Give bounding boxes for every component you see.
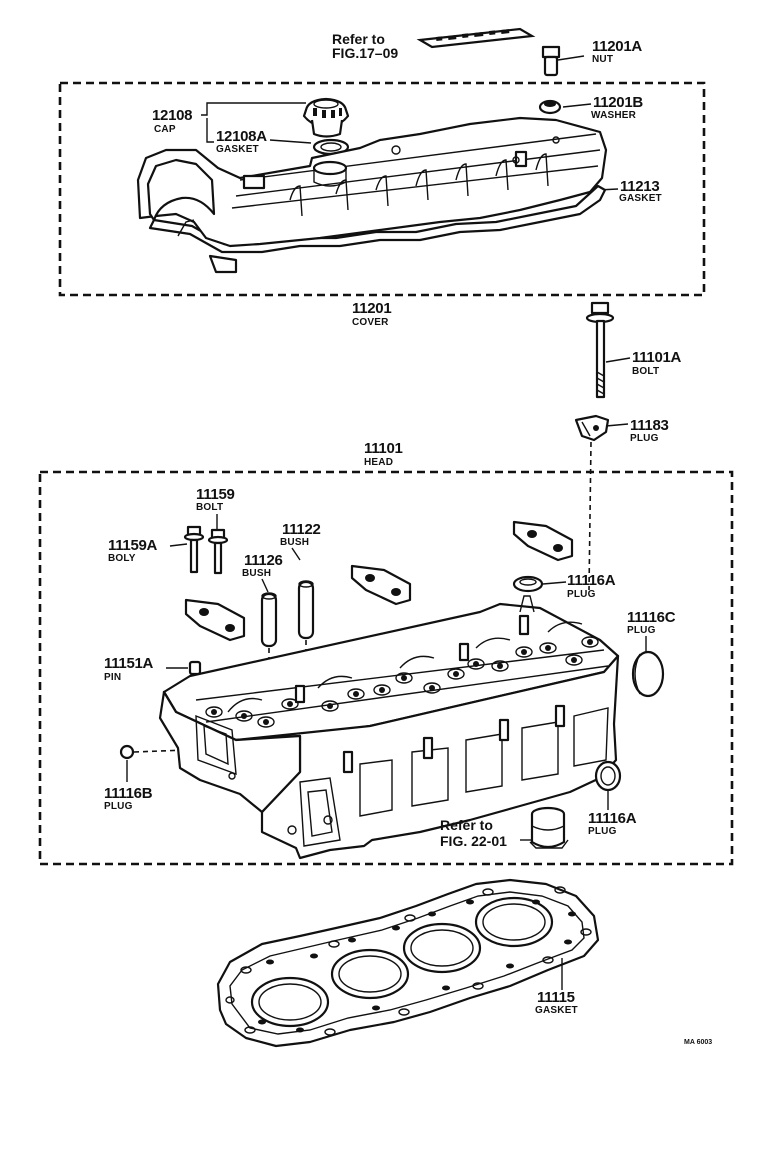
plug-11116A-top-drawing — [512, 575, 567, 593]
part-name-11213: GASKET — [619, 193, 662, 204]
plug-11116B-drawing — [119, 744, 187, 782]
part-number-12108: 12108 — [152, 107, 192, 124]
label-11101A: 11101A BOLT — [632, 349, 682, 377]
part-name-11201A: NUT — [592, 54, 613, 65]
small-bolt-11159A-drawing — [183, 525, 205, 574]
camshaft-cap-3-drawing — [512, 520, 574, 562]
label-11159: 11159 BOLT — [196, 486, 235, 530]
part-name-11116A-top: PLUG — [567, 589, 596, 600]
head-group-name: HEAD — [364, 457, 393, 468]
fig22-ref-line1: Refer to — [440, 817, 493, 833]
part-name-11116A-bottom: PLUG — [588, 826, 617, 837]
fig17-ref-line2: FIG.17–09 — [332, 45, 398, 61]
part-name-11201B: WASHER — [591, 110, 637, 121]
part-number-12108A: 12108A — [216, 128, 267, 145]
head-bolt-11101A-drawing — [585, 301, 631, 399]
label-11126: 11126 BUSH — [242, 552, 283, 593]
head-group-box — [38, 470, 734, 866]
plug-11116A-bottom-drawing — [594, 760, 622, 810]
label-11115: 11115 GASKET — [535, 989, 578, 1016]
part-name-12108A: GASKET — [216, 144, 259, 155]
cover-group-number: 11201 — [352, 300, 391, 317]
cam-seal-cup-drawing — [529, 806, 569, 849]
label-12108A: 12108A GASKET — [206, 118, 312, 155]
small-bolt-11159-drawing — [207, 528, 229, 575]
valve-cover-drawing — [136, 116, 608, 274]
part-number-11116B: 11116B — [104, 785, 153, 802]
label-11183: 11183 PLUG — [630, 417, 669, 444]
label-11201B: 11201B WASHER — [562, 94, 644, 121]
plug-11183-drawing — [574, 414, 629, 591]
part-name-11159A: BOLY — [108, 553, 136, 564]
fig22-ref-line2: FIG. 22-01 — [440, 833, 507, 849]
part-number-11183: 11183 — [630, 417, 669, 434]
plug-11116C-drawing — [631, 650, 665, 698]
label-11116A-bottom: 11116A PLUG — [588, 810, 637, 837]
part-name-11115: GASKET — [535, 1005, 578, 1016]
camshaft-cap-1-drawing — [184, 598, 246, 642]
label-11201-cover: 11201 COVER — [352, 300, 392, 328]
part-number-11116C: 11116C — [627, 609, 676, 626]
pin-11151A-drawing — [188, 660, 202, 676]
label-12108: 12108 CAP — [152, 102, 306, 135]
part-name-12108: CAP — [154, 124, 176, 135]
label-11116C: 11116C PLUG — [627, 609, 676, 652]
head-group-number: 11101 — [364, 440, 403, 457]
oil-filler-cap-drawing — [302, 97, 350, 138]
fig17-reference: Refer to FIG.17–09 — [332, 27, 536, 61]
label-11213: 11213 GASKET — [597, 178, 662, 204]
part-number-11116A-bottom: 11116A — [588, 810, 637, 827]
part-number-11116A-top: 11116A — [567, 572, 616, 589]
cover-group-box — [58, 81, 706, 297]
label-11116A-top: 11116A PLUG — [567, 572, 616, 600]
part-name-11183: PLUG — [630, 433, 659, 444]
cylinder-head-drawing — [158, 595, 620, 860]
part-number-11101A: 11101A — [632, 349, 682, 366]
part-number-11201A: 11201A — [592, 38, 642, 55]
fig22-reference: Refer to FIG. 22-01 — [440, 817, 532, 849]
part-name-11126: BUSH — [242, 568, 271, 579]
part-name-11116C: PLUG — [627, 625, 656, 636]
cap-gasket-drawing — [312, 138, 350, 156]
part-name-11151A: PIN — [104, 672, 121, 683]
washer-11201B-drawing — [538, 99, 562, 115]
part-name-11159: BOLT — [196, 502, 223, 513]
part-number-11126: 11126 — [244, 552, 283, 569]
label-11201A: 11201A NUT — [592, 38, 643, 65]
head-gasket-drawing — [216, 878, 600, 1048]
part-number-11159: 11159 — [196, 486, 235, 503]
label-11116B: 11116B PLUG — [104, 785, 153, 812]
part-number-11213: 11213 — [620, 178, 659, 195]
drawing-code: MA 6003 — [684, 1039, 712, 1046]
label-11159A: 11159A BOLY — [108, 537, 188, 564]
part-number-11122: 11122 — [282, 521, 321, 538]
fig17-ref-line1: Refer to — [332, 31, 385, 47]
label-11151A: 11151A PIN — [104, 655, 188, 683]
part-number-11151A: 11151A — [104, 655, 154, 672]
label-11122: 11122 BUSH — [280, 521, 321, 561]
part-name-11116B: PLUG — [104, 801, 133, 812]
part-number-11115: 11115 — [537, 989, 575, 1006]
name-plate-drawing — [416, 27, 536, 49]
part-number-11201B: 11201B — [593, 94, 643, 111]
part-name-11122: BUSH — [280, 537, 309, 548]
part-number-11159A: 11159A — [108, 537, 158, 554]
label-11101-head: 11101 HEAD — [364, 440, 403, 468]
part-name-11101A: BOLT — [632, 366, 659, 377]
camshaft-cap-2-drawing — [350, 564, 412, 606]
cover-group-name: COVER — [352, 317, 389, 328]
nut-11201A-drawing — [541, 45, 585, 77]
